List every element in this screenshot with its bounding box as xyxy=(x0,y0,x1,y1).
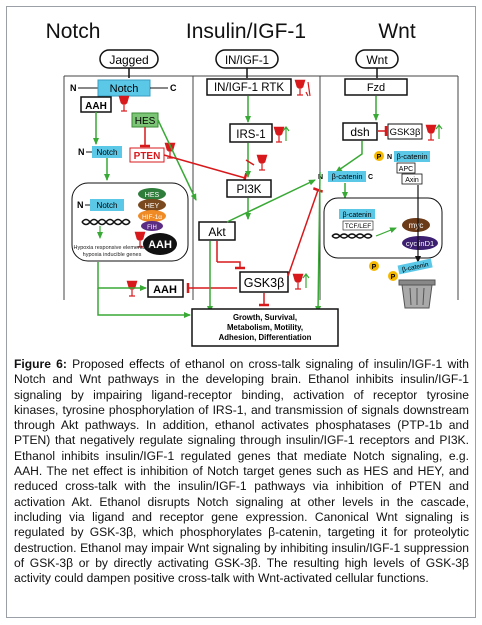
ethanol-icon xyxy=(118,95,130,112)
svg-text:P: P xyxy=(391,274,396,281)
wnt-gsk3b-box xyxy=(387,123,423,140)
svg-text:HEY: HEY xyxy=(145,203,160,210)
nuc-notch-n: N xyxy=(77,200,84,210)
rtk-box xyxy=(206,78,292,96)
pi3k-box xyxy=(226,179,272,198)
small-notch-n: N xyxy=(78,147,85,157)
bcat-nuc-box xyxy=(339,209,375,219)
apc-box xyxy=(396,162,416,174)
axin-box xyxy=(401,173,423,185)
nucleus-notch-box xyxy=(90,199,124,211)
aah-bottom-label: AAH xyxy=(153,284,177,296)
ethanol-icon-pi3k xyxy=(256,154,268,171)
bcat-nuc-label: β-catenin xyxy=(343,212,372,219)
jagged-label: Jagged xyxy=(109,53,148,67)
svg-text:HIF-1α: HIF-1α xyxy=(142,214,162,221)
hes-label: HES xyxy=(135,116,156,127)
outcome-line-1: Growth, Survival, xyxy=(233,313,297,322)
akt-label: Akt xyxy=(208,225,226,239)
svg-text:TCF/LEF: TCF/LEF xyxy=(345,223,371,230)
outcome-line-2: Metabolism, Motility, xyxy=(227,323,303,332)
svg-text:APC: APC xyxy=(399,166,413,173)
svg-text:N: N xyxy=(387,154,392,161)
header-insulin: Insulin/IGF-1 xyxy=(186,20,306,43)
notch-n-label: N xyxy=(70,83,77,93)
ethanol-icon-irs1 xyxy=(273,126,285,143)
nucleus-hey xyxy=(138,199,166,211)
aah-bottom-box xyxy=(147,279,184,298)
header-notch: Notch xyxy=(46,20,101,43)
gsk3b-label: GSK3β xyxy=(244,276,285,290)
bcat-cyto-box xyxy=(328,171,366,182)
wnt-gsk3b-label: GSK3β xyxy=(390,127,421,138)
svg-text:AAH: AAH xyxy=(148,239,172,251)
svg-text:FIH: FIH xyxy=(147,225,157,231)
ethanol-icon-wnt xyxy=(425,124,437,141)
svg-text:P: P xyxy=(377,154,382,161)
tcf-box xyxy=(342,220,374,231)
gsk3b-box xyxy=(239,271,289,293)
cyclin-node xyxy=(402,236,438,250)
hypoxia-note-1: Hypoxia responsive elements & xyxy=(73,245,150,251)
fzd-label: Fzd xyxy=(367,82,385,94)
svg-text:Axin: Axin xyxy=(405,177,419,184)
small-notch-box xyxy=(92,146,122,158)
figure-frame xyxy=(6,6,476,618)
caption-label: Figure 6: xyxy=(14,357,67,371)
insulin-ligand-label: IN/IGF-1 xyxy=(225,55,269,67)
fzd-box xyxy=(344,78,408,96)
nucleus-hif xyxy=(138,210,166,222)
hypoxia-note-2: hypoxia inducible genes xyxy=(83,252,142,258)
pten-label: PTEN xyxy=(134,151,161,162)
small-notch-label: Notch xyxy=(97,148,118,157)
svg-text:P: P xyxy=(372,264,377,271)
header-wnt: Wnt xyxy=(378,20,416,43)
notch-c-label: C xyxy=(170,83,177,93)
outcome-box xyxy=(191,308,339,347)
dsh-label: dsh xyxy=(350,125,369,139)
degraded-bcat xyxy=(397,258,433,275)
phospho-p xyxy=(374,151,384,161)
outcome-line-3: Adhesion, Differentiation xyxy=(219,333,312,342)
wnt-ligand-label: Wnt xyxy=(366,53,388,67)
figure-caption: Figure 6: Proposed effects of ethanol on… xyxy=(14,357,469,586)
pi3k-label: PI3K xyxy=(237,184,262,196)
bcat-complex xyxy=(394,151,430,162)
irs1-box xyxy=(229,123,273,143)
nucleus-notch-label: Notch xyxy=(97,201,118,210)
nucleus-aah xyxy=(143,233,177,255)
rtk-label: IN/IGF-1 RTK xyxy=(214,82,284,94)
akt-box xyxy=(198,221,236,241)
notch-receptor-label: Notch xyxy=(110,83,139,95)
ethanol-icon-rtk xyxy=(294,79,306,96)
svg-text:cyclinD1: cyclinD1 xyxy=(406,239,434,248)
irs1-label: IRS-1 xyxy=(236,129,265,141)
ethanol-icon-gsk3b xyxy=(292,273,304,290)
svg-text:myc: myc xyxy=(409,221,424,230)
myc-node xyxy=(402,218,430,232)
caption-text: Proposed effects of ethanol on cross-tal… xyxy=(14,357,469,586)
nucleus-hes xyxy=(138,188,166,200)
svg-text:β-catenin: β-catenin xyxy=(401,261,429,274)
aah-top-label: AAH xyxy=(85,101,107,112)
nucleus-fih xyxy=(141,221,163,231)
trash-can-icon xyxy=(398,279,436,309)
svg-text:HES: HES xyxy=(145,192,160,199)
svg-text:C: C xyxy=(368,174,373,181)
bcat-cyto-label: β-catenin xyxy=(332,172,363,181)
svg-text:β-catenin: β-catenin xyxy=(397,152,428,161)
